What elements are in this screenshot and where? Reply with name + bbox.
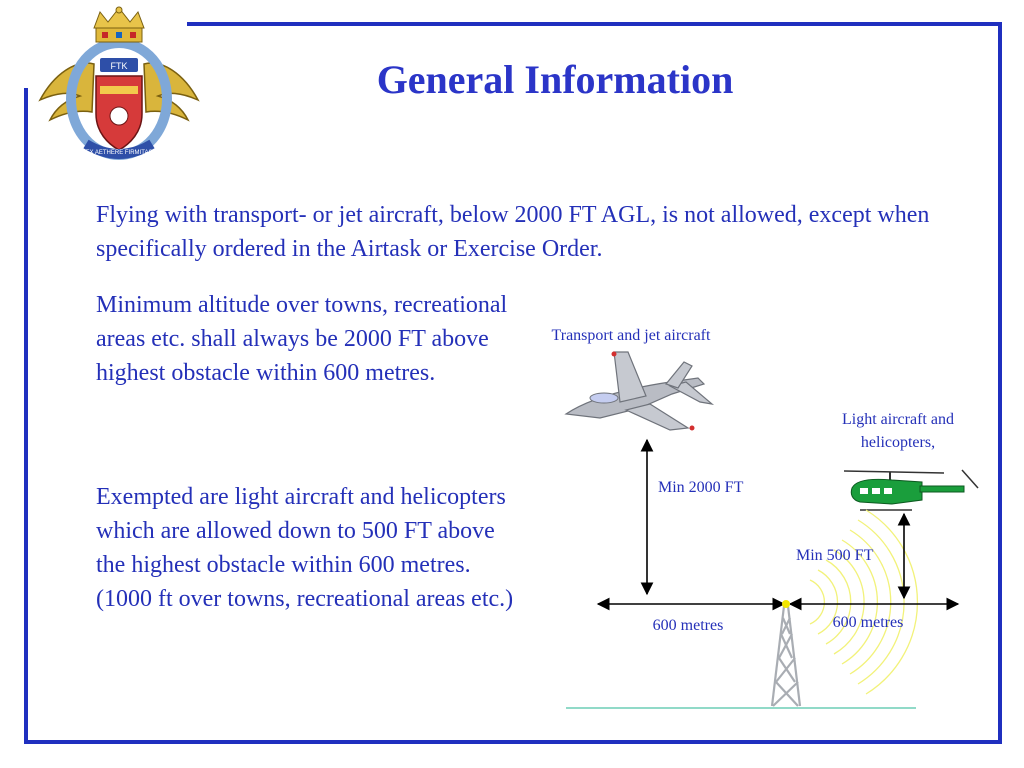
light-aircraft-label-line2: helicopters, — [861, 434, 935, 451]
minimum-altitude-paragraph: Minimum altitude over towns, recreationa… — [96, 292, 508, 386]
altitude-diagram: Transport and jet aircraft Light aircraf… — [552, 327, 979, 709]
frame-top-border — [187, 22, 1002, 26]
exemption-paragraph: Exempted are light aircraft and helicopt… — [96, 484, 514, 612]
mast-top-light — [782, 600, 790, 608]
min-2000-label: Min 2000 FT — [658, 479, 744, 496]
min-500-label: Min 500 FT — [796, 547, 874, 564]
obstacle-mast-icon — [770, 605, 802, 707]
distance-left-label: 600 metres — [653, 617, 724, 634]
logo-motto: EX AETHERE FIRMITAS — [86, 150, 153, 156]
page-title: General Information — [376, 57, 734, 102]
signal-arcs — [809, 509, 919, 695]
emblem-logo: FTK EX AETHERE FIRMITAS — [38, 6, 200, 160]
helicopter-icon — [843, 469, 979, 511]
frame-right-border — [998, 22, 1002, 744]
frame-left-border — [24, 88, 28, 744]
jet-aircraft-label: Transport and jet aircraft — [552, 327, 711, 344]
intro-paragraph: Flying with transport- or jet aircraft, … — [96, 202, 930, 262]
jet-aircraft-icon — [564, 351, 715, 431]
logo-banner-text: FTK — [111, 61, 128, 71]
distance-right-label: 600 metres — [833, 614, 904, 631]
frame-bottom-border — [24, 740, 1002, 744]
light-aircraft-label-line1: Light aircraft and — [842, 411, 954, 428]
